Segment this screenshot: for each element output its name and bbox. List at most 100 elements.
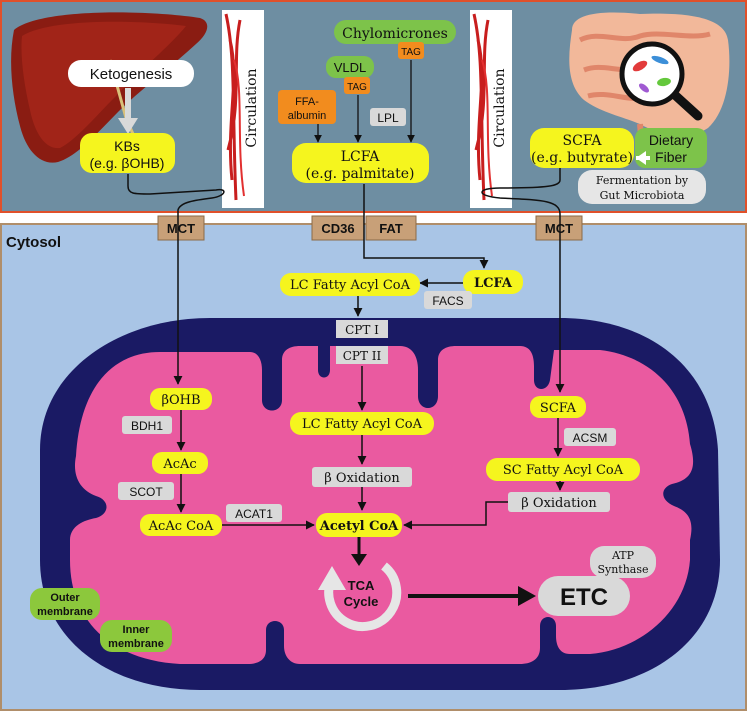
- beta-ox-right-box: [508, 492, 610, 512]
- cpt1-box: [336, 320, 388, 338]
- fermentation-line2: Gut Microbiota: [600, 189, 685, 202]
- bdh1-label: BDH1: [131, 419, 163, 433]
- ffa-albumin-line2: albumin: [288, 110, 327, 122]
- tca-label-line2: Cycle: [344, 594, 379, 609]
- tca-cycle-ring: [324, 562, 402, 631]
- mct-left-label: MCT: [167, 221, 195, 236]
- lc-acyl-coa-mito-box: [290, 412, 434, 435]
- scfa-blood-line2: (e.g. butyrate): [531, 150, 633, 166]
- kbs-box: [80, 133, 175, 173]
- facs-label: FACS: [432, 294, 463, 308]
- chylomicrones-label: Chylomicrones: [342, 26, 448, 42]
- dietary-fiber-box: [635, 128, 707, 168]
- kbs-label-line1: KBs: [114, 138, 140, 154]
- acetyl-coa-box: [316, 513, 402, 537]
- acac-coa-label: AcAc CoA: [148, 519, 214, 534]
- lcfa-blood-box: [292, 143, 429, 183]
- ffa-albumin-box: [278, 90, 336, 124]
- tag-vldl-label: TAG: [347, 82, 367, 93]
- lcfa-blood-line2: (e.g. palmitate): [306, 166, 415, 182]
- sc-acyl-coa-label: SC Fatty Acyl CoA: [503, 463, 624, 478]
- lpl-label: LPL: [377, 111, 399, 125]
- mitochondrion-matrix: [70, 346, 694, 664]
- tag-vldl-box: [344, 77, 370, 94]
- sc-acyl-coa-box: [486, 458, 640, 481]
- lcfa-blood-line1: LCFA: [341, 149, 381, 165]
- circulation-label-right: Circulation: [492, 68, 508, 147]
- scfa-mito-label: SCFA: [540, 401, 577, 416]
- lcfa-transport-arrow: [363, 184, 489, 269]
- acsm-box: [564, 428, 616, 446]
- beta-ox-mid-label: β Oxidation: [324, 471, 400, 486]
- acac-coa-box: [140, 514, 222, 536]
- lcfa-cytosol-box: [463, 270, 523, 294]
- beta-ox-mid-box: [312, 467, 412, 487]
- facs-box: [424, 291, 472, 309]
- inner-membrane-line1: Inner: [123, 624, 151, 636]
- scfa-blood-box: [530, 128, 634, 168]
- scfa-blood-line1: SCFA: [563, 133, 603, 149]
- atp-synthase-line1: ATP: [611, 549, 635, 562]
- etc-label: ETC: [560, 584, 608, 611]
- lpl-box: [370, 108, 406, 126]
- circulation-label-left: Circulation: [244, 68, 260, 147]
- scot-label: SCOT: [129, 485, 163, 499]
- inner-membrane-box: [100, 620, 172, 652]
- tag-chylo-label: TAG: [401, 47, 421, 58]
- tca-label-line1: TCA: [348, 578, 375, 593]
- acat1-label: ACAT1: [235, 507, 273, 521]
- mct-left-box: [157, 215, 205, 241]
- cpt1-label: CPT I: [345, 323, 379, 337]
- beta-ox-right-label: β Oxidation: [521, 496, 597, 511]
- scot-box: [118, 482, 174, 500]
- fat-box: [365, 215, 417, 241]
- lcfa-cytosol-label: LCFA: [474, 276, 513, 291]
- circulation-strip-right: [470, 10, 512, 208]
- chylomicrones-box: [334, 20, 456, 44]
- kbs-label-line2: (e.g. βOHB): [90, 155, 165, 171]
- outer-membrane-line2: membrane: [37, 606, 93, 618]
- acsm-label: ACSM: [573, 431, 608, 445]
- magnifier-icon: [619, 41, 703, 121]
- sc-acetyl-arrow: [403, 501, 508, 530]
- cytosol-label: Cytosol: [6, 234, 61, 251]
- ketogenesis-box: [68, 60, 194, 87]
- atp-synthase-line2: Synthase: [597, 563, 648, 576]
- lc-acyl-coa-cytosol-label: LC Fatty Acyl CoA: [290, 278, 411, 293]
- acetyl-coa-label: Acetyl CoA: [319, 519, 399, 534]
- outer-membrane-line1: Outer: [50, 592, 80, 604]
- cpt2-box: [336, 346, 388, 364]
- kbs-transport-arrow: [127, 174, 225, 385]
- acac-box: [152, 452, 208, 474]
- vldl-label: VLDL: [334, 60, 367, 75]
- scfa-mito-box: [530, 396, 586, 418]
- bdh1-box: [122, 416, 172, 434]
- dietary-fiber-line1: Dietary: [649, 132, 693, 148]
- mct-right-label: MCT: [545, 221, 573, 236]
- cpt2-label: CPT II: [343, 349, 382, 363]
- fat-label: FAT: [379, 221, 403, 236]
- lc-acyl-coa-cytosol-box: [280, 273, 420, 296]
- cd36-label: CD36: [321, 221, 354, 236]
- ketogenesis-label: Ketogenesis: [90, 66, 173, 83]
- ffa-albumin-line1: FFA-: [295, 96, 319, 108]
- atp-synthase-box: [590, 546, 656, 578]
- acac-label: AcAc: [162, 457, 196, 472]
- lc-acyl-coa-mito-label: LC Fatty Acyl CoA: [302, 417, 423, 432]
- bohb-label: βOHB: [161, 393, 200, 408]
- tag-chylo-box: [398, 42, 424, 59]
- dietary-fiber-line2: Fiber: [655, 149, 687, 165]
- fermentation-box: [578, 170, 706, 204]
- bohb-box: [150, 388, 212, 410]
- mct-right-box: [535, 215, 583, 241]
- scfa-transport-arrow: [481, 168, 565, 393]
- vldl-box: [326, 56, 374, 78]
- inner-membrane-line2: membrane: [108, 638, 164, 650]
- fermentation-line1: Fermentation by: [596, 174, 689, 187]
- etc-box: [538, 576, 630, 616]
- circulation-strip-left: [222, 10, 264, 208]
- acat1-box: [226, 504, 282, 522]
- outer-membrane-box: [30, 588, 100, 620]
